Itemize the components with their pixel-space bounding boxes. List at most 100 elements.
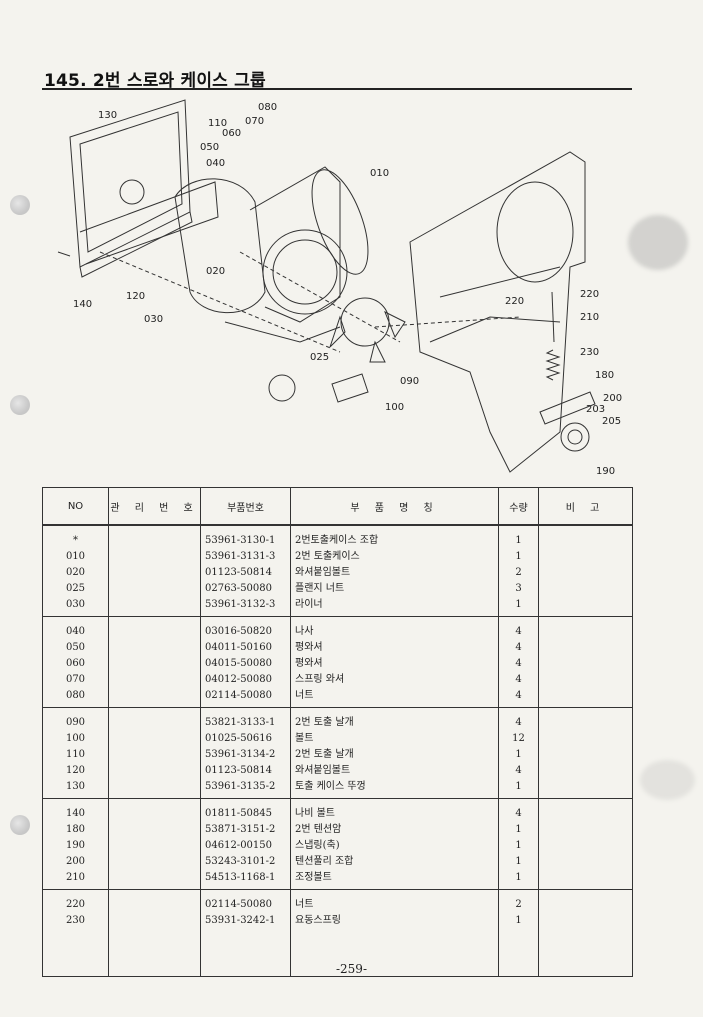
cell-part-name: 2번 토출케이스 — [290, 548, 499, 564]
callout-label: 210 — [580, 312, 599, 323]
cell-part-number: 01123-50814 — [200, 762, 291, 778]
cell-part-name: 너트 — [290, 687, 499, 708]
cell-part-number: 53871-3151-2 — [200, 821, 291, 837]
cell-part-name: 2번 텐션암 — [290, 821, 499, 837]
cell-no: 080 — [42, 687, 109, 708]
page-number: -259- — [335, 962, 367, 976]
cell-part-name: 조정볼트 — [290, 869, 499, 890]
cell-quantity: 4 — [498, 687, 539, 708]
binder-hole — [10, 815, 30, 835]
cell-quantity: 2 — [498, 564, 539, 580]
cell-remarks — [538, 564, 633, 580]
cell-management-no — [108, 707, 201, 730]
cell-no: 040 — [42, 616, 109, 639]
cell-part-number: 02114-50080 — [200, 687, 291, 708]
cell-management-no — [108, 821, 201, 837]
callout-label: 180 — [595, 370, 614, 381]
callout-label: 010 — [370, 168, 389, 179]
parts-table: NO 관 리 번 호 부품번호 부 품 명 칭 수량 비 고 * 53961-3… — [42, 487, 633, 977]
cell-quantity: 1 — [498, 596, 539, 617]
callout-label: 070 — [245, 116, 264, 127]
cell-part-name: 라이너 — [290, 596, 499, 617]
callout-label: 220 — [505, 296, 524, 307]
cell-part-number: 04012-50080 — [200, 671, 291, 687]
cell-part-number: 01025-50616 — [200, 730, 291, 746]
cell-part-name: 2번 토출 날개 — [290, 707, 499, 730]
cell-remarks — [538, 730, 633, 746]
cell-remarks — [538, 548, 633, 564]
cell-remarks — [538, 798, 633, 821]
cell-management-no — [108, 798, 201, 821]
header-part-name: 부 품 명 칭 — [290, 487, 499, 526]
table-row — [42, 944, 633, 960]
title-underline — [42, 88, 632, 90]
cell-no: 090 — [42, 707, 109, 730]
cell-part-name: 2번 토출 날개 — [290, 746, 499, 762]
cell-part-name: 2번토출케이스 조합 — [290, 525, 499, 548]
cell-management-no — [108, 869, 201, 890]
callout-label: 100 — [385, 402, 404, 413]
cell-remarks — [538, 687, 633, 708]
cell-part-name: 너트 — [290, 889, 499, 912]
cell-part-number: 53821-3133-1 — [200, 707, 291, 730]
cell-part-number: 04011-50160 — [200, 639, 291, 655]
callout-label: 090 — [400, 376, 419, 387]
callout-label: 025 — [310, 352, 329, 363]
cell-no: 200 — [42, 853, 109, 869]
cell-management-no — [108, 548, 201, 564]
cell-management-no — [108, 889, 201, 912]
cell-quantity: 4 — [498, 707, 539, 730]
cell-management-no — [108, 837, 201, 853]
cell-part-name: 플랜지 너트 — [290, 580, 499, 596]
cell-part-number: 53961-3135-2 — [200, 778, 291, 799]
callout-label: 230 — [580, 347, 599, 358]
cell-no: 220 — [42, 889, 109, 912]
cell-part-name: 평와셔 — [290, 639, 499, 655]
cell-part-name: 볼트 — [290, 730, 499, 746]
cell-part-number: 53961-3134-2 — [200, 746, 291, 762]
cell-part-number: 53961-3131-3 — [200, 548, 291, 564]
callout-label: 203 — [586, 404, 605, 415]
table-row — [42, 960, 633, 977]
cell-no: 070 — [42, 671, 109, 687]
cell-quantity: 1 — [498, 746, 539, 762]
table-row — [42, 928, 633, 944]
cell-management-no — [108, 596, 201, 617]
callout-label: 030 — [144, 314, 163, 325]
cell-quantity: 1 — [498, 778, 539, 799]
cell-no: 100 — [42, 730, 109, 746]
cell-part-name: 토출 케이스 뚜껑 — [290, 778, 499, 799]
cell-management-no — [108, 762, 201, 778]
cell-remarks — [538, 853, 633, 869]
callout-label: 140 — [73, 299, 92, 310]
cell-management-no — [108, 564, 201, 580]
cell-quantity: 4 — [498, 762, 539, 778]
cell-quantity: 12 — [498, 730, 539, 746]
cell-remarks — [538, 707, 633, 730]
cell-management-no — [108, 730, 201, 746]
cell-part-name: 와셔붙임볼트 — [290, 762, 499, 778]
cell-quantity: 4 — [498, 655, 539, 671]
cell-remarks — [538, 778, 633, 799]
cell-management-no — [108, 853, 201, 869]
cell-part-number: 04612-00150 — [200, 837, 291, 853]
cell-no: 025 — [42, 580, 109, 596]
callout-label: 060 — [222, 128, 241, 139]
cell-remarks — [538, 837, 633, 853]
